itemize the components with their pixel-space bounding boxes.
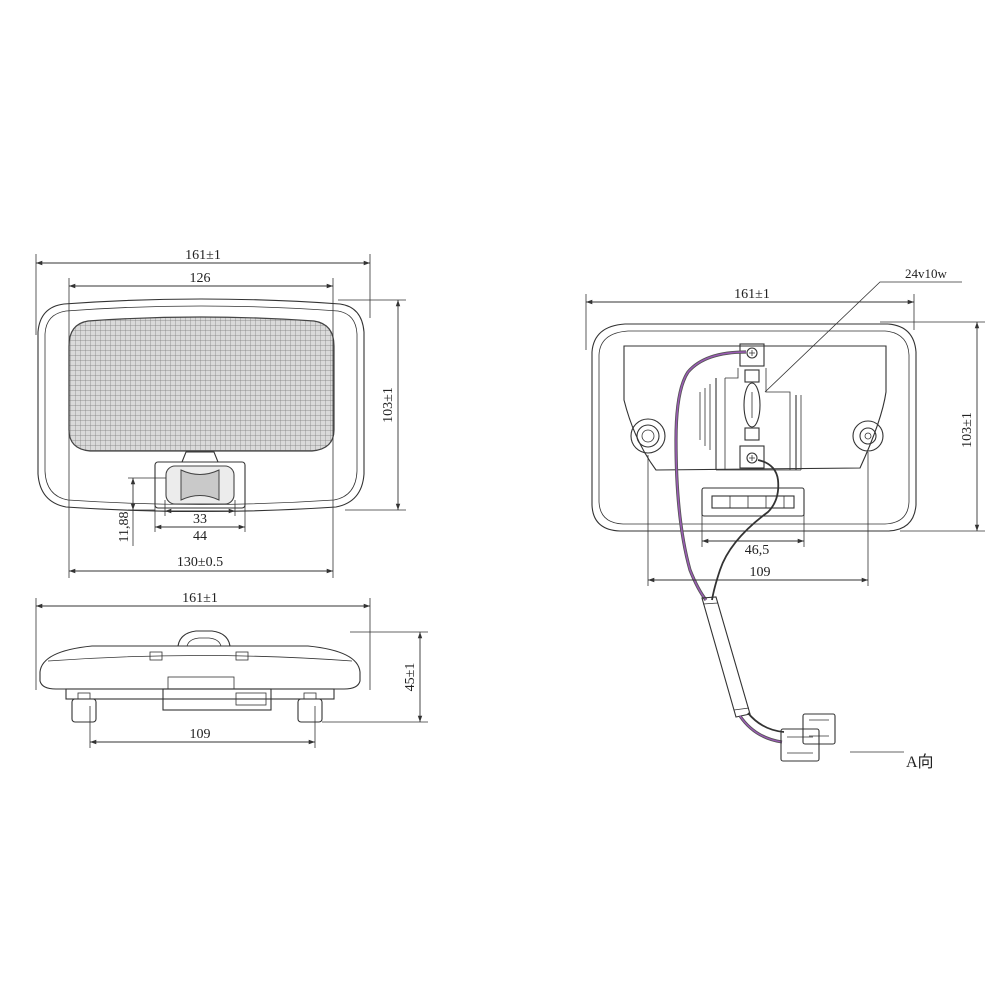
- bulb-clip-top: [739, 343, 765, 367]
- hole-ring: [636, 424, 660, 448]
- front-view: 161±1 126 103±1 11,88 33 44 130±0.5: [35, 248, 406, 578]
- side-view: 161±1 45±1 109: [35, 591, 428, 748]
- side-switch-base: [167, 676, 235, 690]
- front-lens: [68, 316, 335, 452]
- dim-label-switch-offset: 11,88: [117, 512, 132, 543]
- side-switch-bump-inner: [186, 637, 222, 647]
- terminal-insert: [711, 495, 795, 509]
- dim-label-switch-outer: 44: [193, 529, 207, 544]
- bulb-callout: 24v10w: [764, 266, 962, 393]
- rear-housing-outline: [591, 323, 917, 532]
- dim-label-rear-height: 103±1: [960, 412, 975, 448]
- switch-tab: [181, 451, 219, 463]
- side-connector-stub: [235, 692, 267, 706]
- side-housing: [39, 645, 361, 690]
- front-switch: [154, 451, 246, 509]
- rear-housing-inner-edge: [598, 330, 910, 525]
- wire-purple-outline: [674, 350, 747, 601]
- side-switch-bump: [177, 630, 231, 647]
- plug-housing-lower: [780, 728, 820, 762]
- wire-to-connector-purple-stripe: [739, 715, 783, 743]
- screw-bottom-slot: [749, 455, 755, 461]
- wire-purple-stripe: [675, 351, 747, 601]
- bulb-assembly: [699, 343, 802, 471]
- hole-center: [864, 432, 872, 440]
- dim-label-feet-spacing: 109: [190, 727, 211, 742]
- terminal-pins: [729, 496, 785, 508]
- side-foot-nub-right: [303, 692, 317, 700]
- rear-extension-lines: [585, 294, 985, 586]
- bulb-cap-bottom: [744, 427, 760, 441]
- mount-hole-left: [630, 418, 666, 454]
- front-dimensions: 161±1 126 103±1 11,88 33 44 130±0.5: [36, 248, 401, 574]
- hole-boss: [630, 418, 666, 454]
- side-clip-left: [149, 651, 163, 661]
- side-base-plate: [65, 688, 335, 700]
- side-dimensions: 161±1 45±1 109: [36, 591, 423, 745]
- dim-label-height: 103±1: [381, 387, 396, 423]
- wire-to-connector-black: [747, 712, 785, 733]
- side-foot-left: [71, 698, 97, 723]
- bulb-cap-top: [744, 369, 760, 383]
- hole-center: [641, 429, 655, 443]
- screw-top-icon: [746, 347, 758, 359]
- bulb-leader-line: [764, 281, 962, 393]
- terminal-housing: [701, 487, 805, 517]
- holder-frame: [725, 368, 791, 470]
- dim-label-switch-inner: 33: [193, 512, 207, 527]
- side-housing-top-edge: [47, 655, 353, 662]
- side-foot-nub-left: [77, 692, 91, 700]
- plug-details: [787, 719, 829, 754]
- dim-label-mount-width: 130±0.5: [177, 555, 223, 570]
- direction-label: A向: [906, 753, 934, 771]
- dim-label-side-width: 161±1: [182, 591, 218, 606]
- side-foot-right: [297, 698, 323, 723]
- switch-recess: [154, 461, 246, 509]
- rear-view: 161±1 103±1 46,5 109 24v10w A向: [585, 266, 985, 771]
- dim-label-lens-width: 126: [190, 271, 211, 286]
- dim-label-rear-width: 161±1: [734, 287, 770, 302]
- dim-label-connector-width: 46,5: [745, 543, 770, 558]
- bulb-clip-bottom: [739, 445, 765, 469]
- screw-bottom-icon: [746, 452, 758, 464]
- wire-to-connector-purple-outline: [738, 715, 783, 744]
- hole-boss: [852, 420, 884, 452]
- front-housing-inner-edge: [44, 305, 358, 505]
- plug-connector: [780, 713, 836, 762]
- sleeve-bands: [702, 602, 750, 711]
- side-center-block: [162, 688, 272, 711]
- wire-sleeve: [701, 596, 751, 718]
- bulb-glass: [743, 382, 761, 428]
- dim-label-holes-spacing: 109: [750, 565, 771, 580]
- rear-cavity: [623, 345, 887, 471]
- mount-hole-right: [852, 420, 884, 452]
- dim-label-overall-width: 161±1: [185, 248, 221, 263]
- switch-rocker: [180, 469, 220, 501]
- side-extension-lines: [35, 598, 428, 748]
- screw-top-slot: [749, 350, 755, 356]
- dim-label-depth: 45±1: [403, 663, 418, 692]
- hole-ring: [859, 427, 877, 445]
- bulb-spec-label: 24v10w: [905, 266, 948, 281]
- reflector-ribs: [699, 384, 711, 450]
- direction-callout: A向: [850, 751, 934, 771]
- side-clip-right: [235, 651, 249, 661]
- front-housing-outline: [37, 298, 365, 513]
- terminal-block: [701, 487, 805, 517]
